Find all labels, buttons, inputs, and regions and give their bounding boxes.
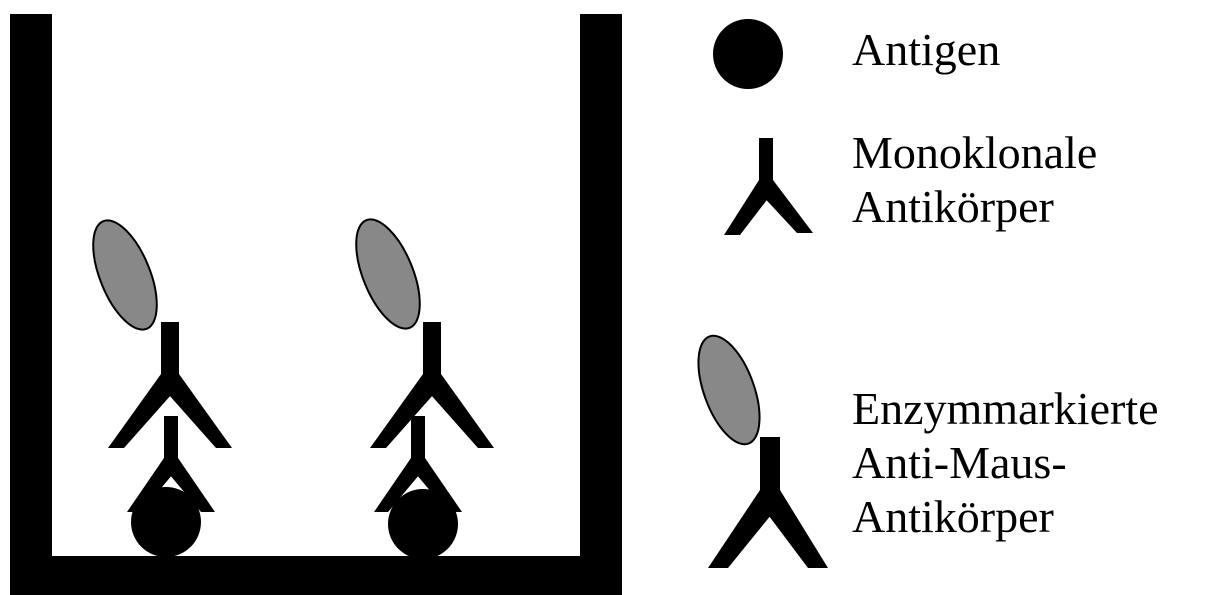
secondary-antibody-y-icon — [370, 322, 494, 448]
legend-enzyme-line-1: Enzymmarkierte — [852, 382, 1159, 436]
legend-label-antigen: Antigen — [852, 23, 1000, 77]
legend-enzyme-line-3: Antikörper — [852, 490, 1159, 544]
legend-antigen-text: Antigen — [852, 23, 1000, 77]
legend-enzyme-line-2: Anti-Maus- — [852, 436, 1159, 490]
legend-antibody-y-icon — [724, 138, 813, 235]
legend-label-enzyme-labeled: Enzymmarkierte Anti-Maus- Antikörper — [852, 382, 1159, 544]
enzyme-ellipse-icon — [80, 212, 170, 338]
legend-enzyme-labeled-antibody-icon — [686, 328, 828, 568]
enzyme-ellipse-icon — [343, 211, 433, 337]
well-container — [10, 14, 622, 595]
legend-monoclonal-line-2: Antikörper — [852, 180, 1097, 234]
complex-right — [343, 211, 494, 559]
well-right-wall — [580, 14, 622, 595]
well-left-wall — [10, 14, 52, 595]
legend-antigen-circle-icon — [713, 19, 783, 89]
complex-left — [80, 212, 232, 557]
legend-label-monoclonal: Monoklonale Antikörper — [852, 126, 1097, 234]
well-floor — [10, 556, 622, 595]
legend-icons — [686, 19, 828, 568]
legend-monoclonal-line-1: Monoklonale — [852, 126, 1097, 180]
